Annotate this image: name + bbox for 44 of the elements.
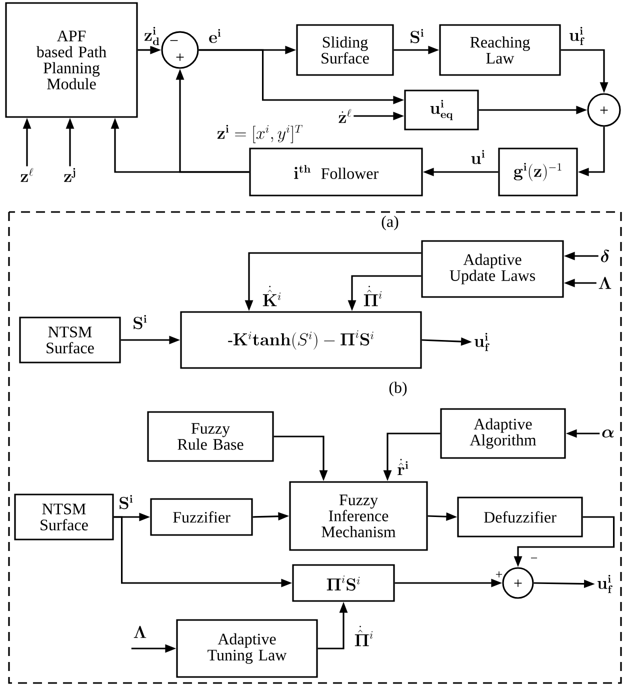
edge-label: $\dot{\hat{\mathbf{r}}}^{\mathbf{i}}$ [396,458,410,476]
edge-label: $\dot{\hat{\boldsymbol{\Pi}}}^i$ [353,624,375,648]
block-box: Fuzzifier [150,498,253,536]
edge-label: $\mathbf{S}^{\mathbf{i}}$ [118,494,134,510]
signal-label: $\mathbf{u}^{\mathbf{i}}_{\mathbf{f}}$ [598,574,612,594]
signal-label: $\dot{\mathbf{z}}^{\ell}$ [338,108,352,123]
signal-label: $\mathbf{z}^{\ell}$ [20,168,34,182]
block-box: Fuzzy Rule Base [147,411,274,462]
block-box: Defuzzifier [457,496,583,538]
edge-label: $\dot{\hat{\mathbf{K}}}^i$ [261,284,283,308]
block-box: NTSM Surface [14,494,114,540]
block-box: Reaching Law [439,24,561,76]
block-box: $\boldsymbol{\Pi}^i\mathbf{S}^i$ [292,564,395,602]
block-box: $\mathbf{g}^{\mathbf{i}}(\mathbf{z})^{-1}$ [498,148,578,196]
block-box: Adaptive Algorithm [440,408,566,459]
panel-caption: (b) [389,382,407,396]
signal-label: $\boldsymbol{\Lambda}$ [134,626,146,638]
signal-label: $\mathbf{u}^{\mathbf{i}}_{\mathbf{f}}$ [474,332,490,352]
signal-label: $\boldsymbol{\Lambda}$ [598,276,612,289]
block-box: Sliding Surface [296,24,394,76]
edge-label: $\mathbf{z}^{\mathbf{i}}_{\mathbf{d}}$ [142,26,162,46]
block-box: APF based Path Planning Module [5,2,138,118]
block-box: NTSM Surface [19,316,121,364]
block-box: Adaptive Update Laws [421,240,564,298]
edge-label: $\dot{\hat{\boldsymbol{\Pi}}}^i$ [362,284,384,308]
panel-caption: (a) [382,216,398,230]
edge-label: $\mathbf{S}^{\mathbf{i}}$ [408,28,426,44]
summing-junction: − + [161,31,199,69]
block-box: Adaptive Tuning Law [176,619,318,678]
signal-label: $\mathbf{z}^{\mathbf{j}}$ [64,168,76,182]
signal-label: $\boldsymbol{\delta}$ [600,250,610,262]
edge-label: $\mathbf{u}^{\mathbf{i}}_{\mathbf{f}}$ [568,26,586,46]
summing-junction: + − + [496,558,538,599]
block-box: $\text{-}\mathbf{K}^i\mathbf{tanh}(S^i)-\boldsymbol{\Pi}^i\mathbf{S}^i$ [180,311,422,369]
block-box: Fuzzy Inference Mechanism [289,481,428,551]
signal-label: $\boldsymbol{\alpha}$ [602,430,614,438]
edge-label: $\mathbf{S}^{\mathbf{i}}$ [132,314,148,330]
block-box: $\mathbf{i}^{\mathbf{th}}\;\;\text{Follower}$ [249,148,423,196]
edge-label: $\mathbf{e}^{\mathbf{i}}$ [208,28,222,44]
node-label: + [496,571,502,578]
block-box: $\mathbf{u}^{\mathbf{i}}_{\mathbf{eq}}$ [404,90,479,130]
summing-junction: + [587,93,621,127]
edge-label: $\mathbf{u}^{\mathbf{i}}$ [470,149,486,165]
edge-label: $\mathbf{z}^{\mathbf{i}}=[x^i,y^i]^T$ [216,124,304,144]
